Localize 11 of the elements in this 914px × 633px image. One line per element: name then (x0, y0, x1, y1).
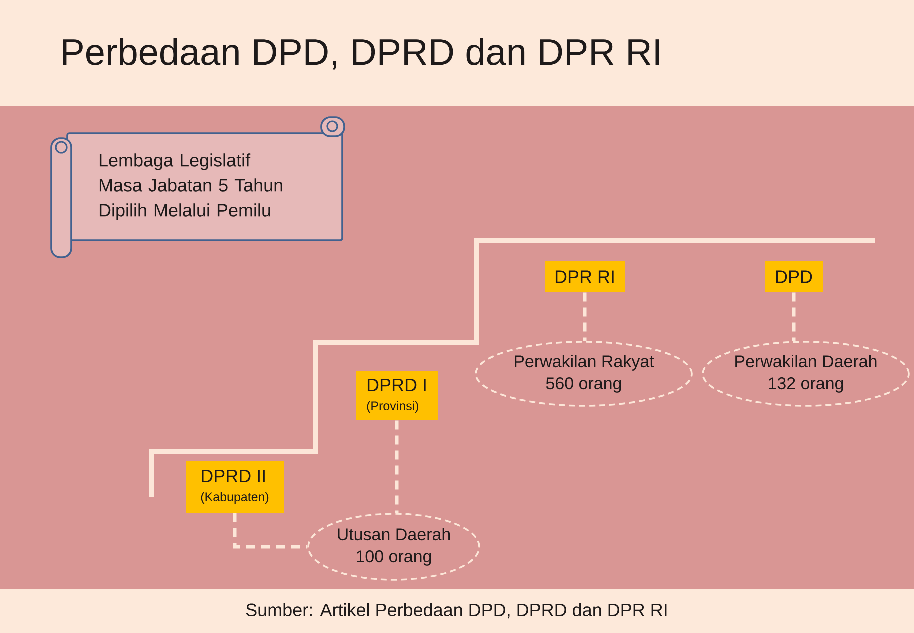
title: Perbedaan DPD, DPRD dan DPR RI (63, 38, 660, 70)
label-box: DPR RI (545, 262, 625, 292)
scroll-banner: Lembaga Legislatif Masa Jabatan 5 Tahun Dipilih Melalui Pemilu (50, 116, 346, 258)
label-box: DPRD II (Kabupaten) (186, 461, 284, 513)
label-box: DPD (765, 262, 823, 292)
source-caption: Sumber: Artikel Perbedaan DPD, DPRD dan DPR RI (246, 603, 667, 619)
dashed-connector (233, 513, 308, 549)
dashed-connector (792, 292, 796, 342)
label-box: DPRD I (Provinsi) (356, 372, 438, 420)
dashed-connector (583, 292, 587, 342)
dashed-connector (395, 420, 399, 514)
